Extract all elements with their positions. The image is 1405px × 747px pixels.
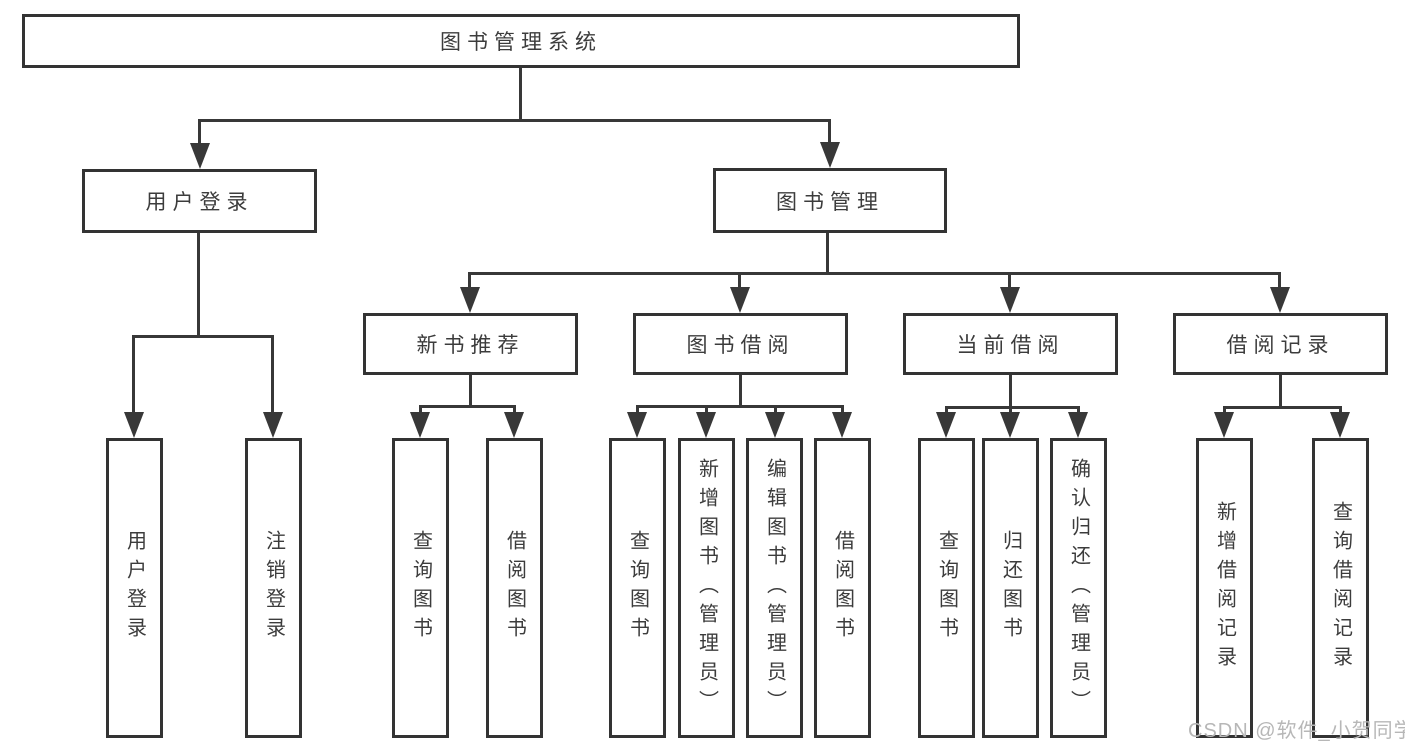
connector-line <box>419 405 422 417</box>
arrowhead-down-icon <box>1000 287 1020 313</box>
connector-line <box>1077 406 1080 417</box>
node-label: 借阅记录 <box>1226 334 1335 357</box>
node-label: 用户登录 <box>145 191 254 214</box>
leaf-user-login: 用户登录 <box>106 438 163 738</box>
connector-line <box>468 272 1281 275</box>
arrowhead-down-icon <box>1270 287 1290 313</box>
arrowhead-down-icon <box>696 412 716 438</box>
connector-line <box>826 233 829 272</box>
arrowhead-down-icon <box>124 412 144 438</box>
arrowhead-down-icon <box>765 412 785 438</box>
node-book-borrow: 图书借阅 <box>633 313 848 375</box>
connector-line <box>1009 406 1012 417</box>
leaf-label: 注销登录 <box>262 530 285 646</box>
arrowhead-down-icon <box>1000 412 1020 438</box>
leaf-return-books: 归还图书 <box>982 438 1039 738</box>
arrowhead-down-icon <box>730 287 750 313</box>
connector-line <box>636 405 844 408</box>
leaf-label: 查询图书 <box>935 530 958 646</box>
leaf-borrow-books: 借阅图书 <box>814 438 871 738</box>
connector-line <box>132 335 135 414</box>
node-book-management: 图书管理 <box>713 168 947 233</box>
arrowhead-down-icon <box>936 412 956 438</box>
arrowhead-down-icon <box>190 143 210 169</box>
connector-line <box>1008 272 1011 290</box>
leaf-label: 借阅图书 <box>831 530 854 646</box>
node-library-management-system: 图书管理系统 <box>22 14 1020 68</box>
connector-line <box>1223 406 1226 417</box>
leaf-add-books-admin: 新增图书（管理员） <box>678 438 735 738</box>
connector-line <box>513 405 516 417</box>
leaf-label: 编辑图书（管理员） <box>763 457 786 719</box>
connector-line <box>636 405 639 417</box>
leaf-query-books-borrow: 查询图书 <box>609 438 666 738</box>
connector-line <box>132 335 274 338</box>
arrowhead-down-icon <box>1214 412 1234 438</box>
leaf-label: 查询图书 <box>626 530 649 646</box>
connector-line <box>1009 375 1012 406</box>
leaf-label: 用户登录 <box>123 530 146 646</box>
leaf-add-borrow-record: 新增借阅记录 <box>1196 438 1253 738</box>
connector-line <box>1339 406 1342 417</box>
node-user-login: 用户登录 <box>82 169 317 233</box>
arrowhead-down-icon <box>627 412 647 438</box>
leaf-label: 新增图书（管理员） <box>695 457 718 719</box>
leaf-label: 确认归还（管理员） <box>1067 457 1090 719</box>
leaf-label: 查询借阅记录 <box>1329 501 1352 675</box>
connector-line <box>828 119 831 146</box>
arrowhead-down-icon <box>832 412 852 438</box>
leaf-query-borrow-record: 查询借阅记录 <box>1312 438 1369 738</box>
connector-line <box>198 119 201 147</box>
leaf-query-books-current: 查询图书 <box>918 438 975 738</box>
connector-line <box>774 405 777 417</box>
leaf-label: 借阅图书 <box>503 530 526 646</box>
node-label: 当前借阅 <box>956 334 1065 357</box>
leaf-confirm-return-admin: 确认归还（管理员） <box>1050 438 1107 738</box>
connector-line <box>1279 375 1282 406</box>
connector-line <box>198 119 831 122</box>
arrowhead-down-icon <box>410 412 430 438</box>
arrowhead-down-icon <box>1330 412 1350 438</box>
arrowhead-down-icon <box>504 412 524 438</box>
connector-line <box>468 272 471 290</box>
arrowhead-down-icon <box>820 142 840 168</box>
leaf-label: 新增借阅记录 <box>1213 501 1236 675</box>
connector-line <box>1278 272 1281 290</box>
node-label: 图书借阅 <box>686 334 795 357</box>
node-label: 图书管理 <box>776 190 884 214</box>
connector-line <box>469 375 472 405</box>
node-borrow-records: 借阅记录 <box>1173 313 1388 375</box>
node-new-book-recommend: 新书推荐 <box>363 313 578 375</box>
connector-line <box>739 375 742 405</box>
arrowhead-down-icon <box>460 287 480 313</box>
connector-line <box>519 68 522 119</box>
connector-line <box>945 406 1080 409</box>
connector-line <box>419 405 516 408</box>
leaf-edit-books-admin: 编辑图书（管理员） <box>746 438 803 738</box>
connector-line <box>271 335 274 414</box>
csdn-watermark: CSDN @软件_小贺同学 <box>1188 720 1405 742</box>
leaf-label: 查询图书 <box>409 530 432 646</box>
node-label: 新书推荐 <box>416 334 525 357</box>
connector-line <box>945 406 948 417</box>
connector-line <box>705 405 708 417</box>
connector-line <box>738 272 741 290</box>
connector-line <box>841 405 844 417</box>
node-label: 图书管理系统 <box>440 31 602 54</box>
leaf-logout: 注销登录 <box>245 438 302 738</box>
connector-line <box>197 233 200 335</box>
node-current-borrow: 当前借阅 <box>903 313 1118 375</box>
leaf-query-books-recommend: 查询图书 <box>392 438 449 738</box>
connector-line <box>1223 406 1342 409</box>
leaf-label: 归还图书 <box>999 530 1022 646</box>
arrowhead-down-icon <box>263 412 283 438</box>
leaf-borrow-books-recommend: 借阅图书 <box>486 438 543 738</box>
arrowhead-down-icon <box>1068 412 1088 438</box>
